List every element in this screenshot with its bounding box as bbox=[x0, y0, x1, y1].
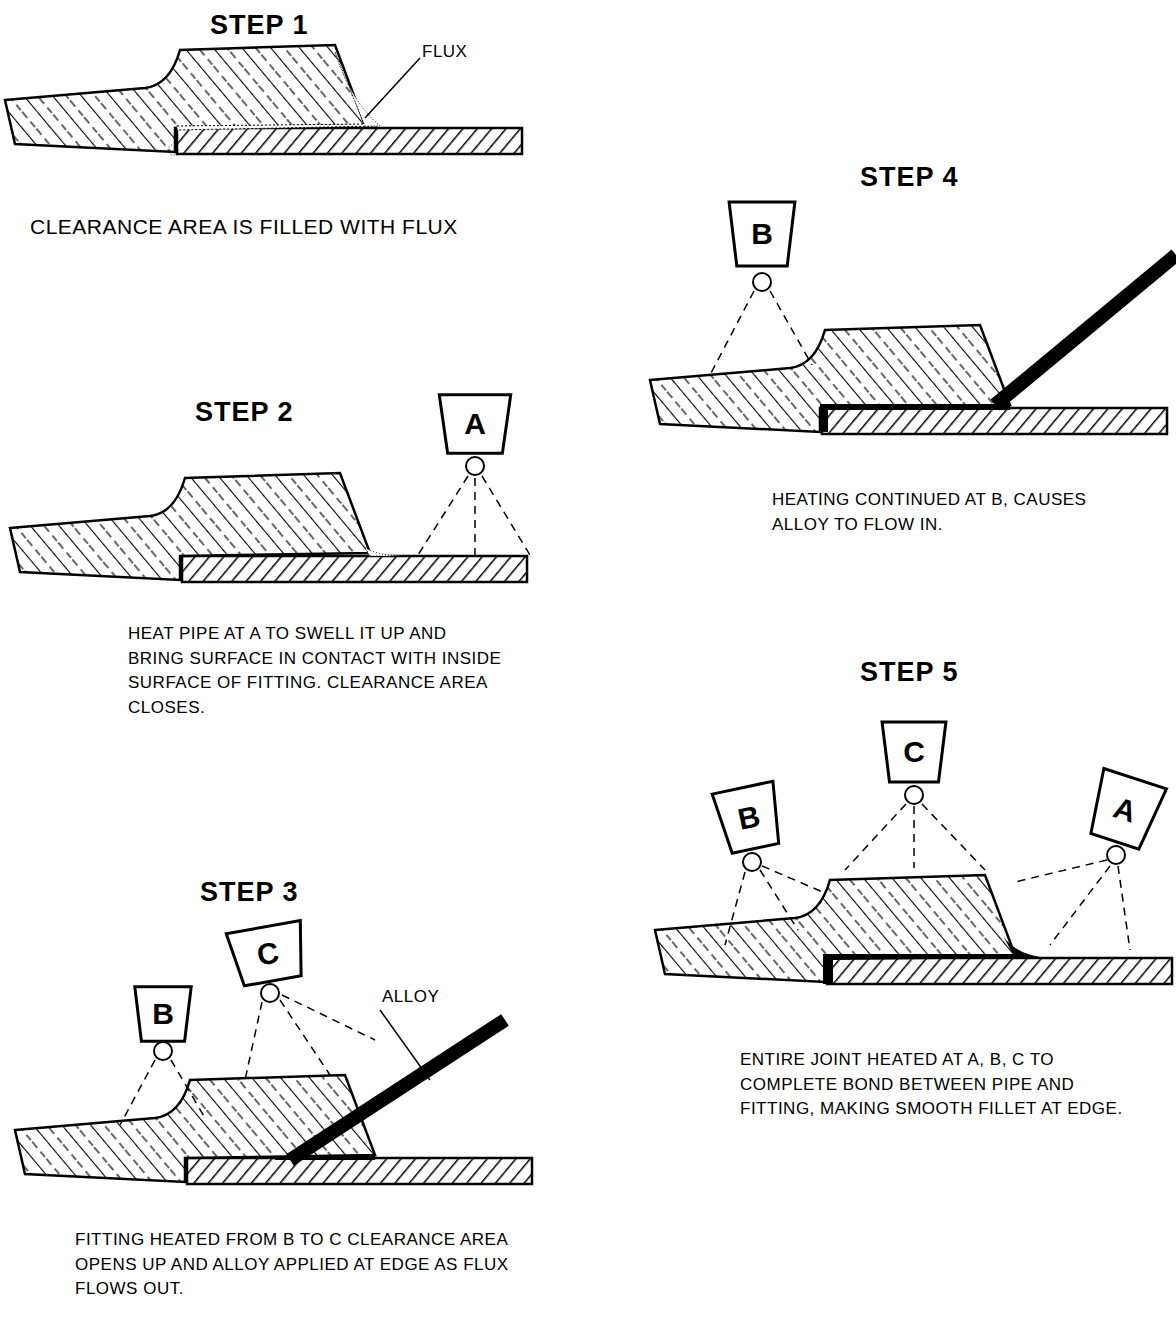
step-caption: HEATING CONTINUED AT B, CAUSES ALLOY TO … bbox=[772, 488, 1102, 537]
torch-tip: A bbox=[1081, 766, 1169, 854]
torch-letter: B bbox=[152, 997, 174, 1031]
step-heading: STEP 2 bbox=[195, 393, 294, 432]
step-caption: CLEARANCE AREA IS FILLED WITH FLUX bbox=[30, 212, 458, 242]
step-heading: STEP 4 bbox=[860, 158, 959, 197]
torch-tip: B bbox=[133, 985, 193, 1043]
torch-letter: A bbox=[464, 407, 486, 441]
torch-tip: C bbox=[880, 720, 948, 784]
step-caption: HEAT PIPE AT A TO SWELL IT UP AND BRING … bbox=[128, 622, 508, 721]
torch-tip: A bbox=[437, 393, 513, 455]
torch-tip: C bbox=[224, 918, 313, 989]
torch-letter: C bbox=[903, 735, 925, 769]
callout-label: FLUX bbox=[422, 40, 467, 65]
torch-tip: B bbox=[727, 200, 797, 268]
step-heading: STEP 3 bbox=[200, 873, 299, 912]
step-caption: ENTIRE JOINT HEATED AT A, B, C TO COMPLE… bbox=[740, 1048, 1130, 1122]
torch-tip: B bbox=[710, 779, 788, 857]
step-heading: STEP 5 bbox=[860, 653, 959, 692]
step-heading: STEP 1 bbox=[210, 6, 309, 45]
torch-letter: B bbox=[751, 217, 773, 251]
step-caption: FITTING HEATED FROM B TO C CLEARANCE ARE… bbox=[75, 1228, 555, 1302]
callout-label: ALLOY bbox=[382, 985, 439, 1010]
